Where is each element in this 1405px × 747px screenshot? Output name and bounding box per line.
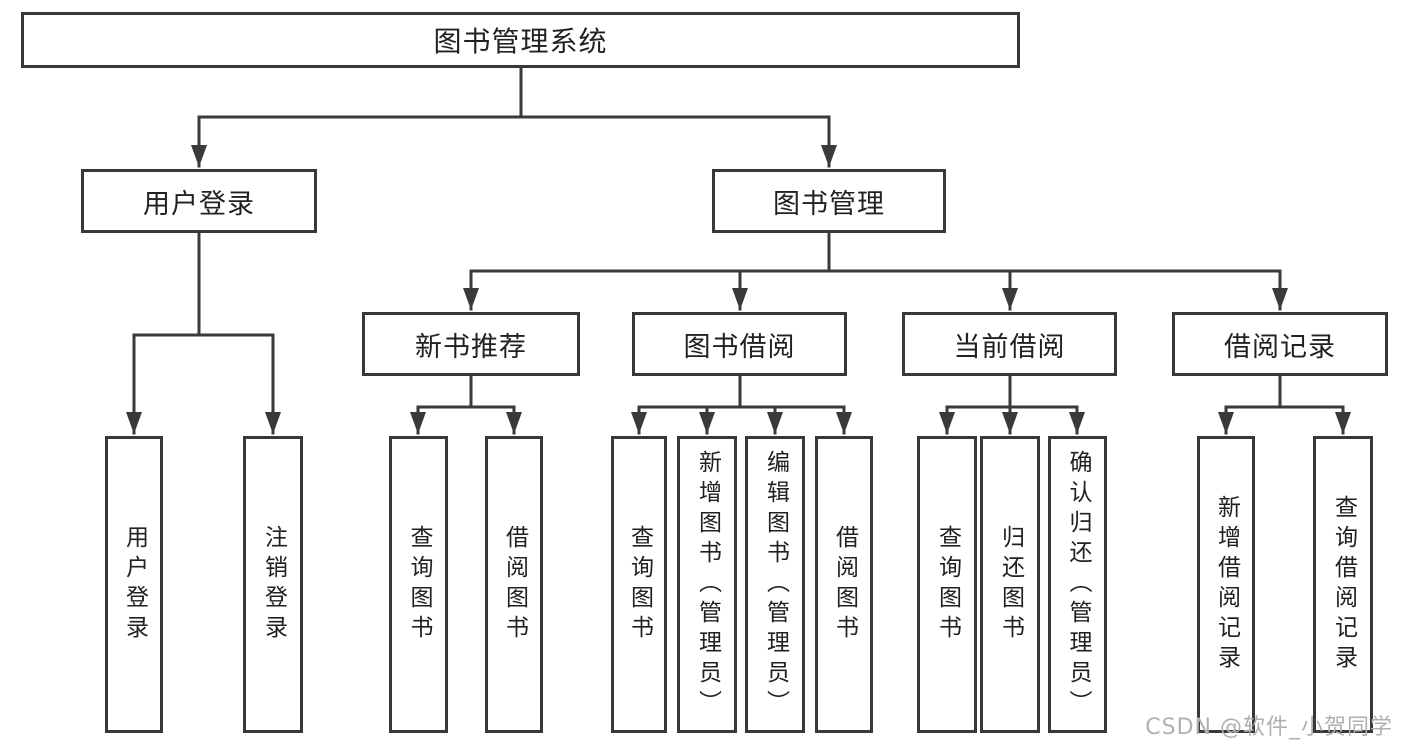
leaf-borrowing-query-books-label: 查询图书 [626,524,653,645]
node-root: 图书管理系统 [21,12,1020,68]
leaf-logout: 注销登录 [243,436,303,733]
leaf-current-confirm-return-admin-label: 确认归还（管理员） [1065,449,1091,720]
node-book-management: 图书管理 [712,169,946,233]
leaf-records-add-record-label: 新增借阅记录 [1213,494,1240,675]
node-user-login-label: 用户登录 [143,188,255,220]
node-new-book-recommend-label: 新书推荐 [415,331,527,363]
connector-current-children [939,374,1085,435]
leaf-current-confirm-return-admin: 确认归还（管理员） [1048,436,1107,733]
leaf-newbooks-query-books: 查询图书 [389,436,448,733]
leaf-newbooks-borrow-books: 借阅图书 [485,436,543,733]
node-borrowing-records: 借阅记录 [1172,312,1388,376]
node-book-borrowing-label: 图书借阅 [683,331,796,363]
leaf-current-query-books: 查询图书 [917,436,977,733]
csdn-watermark: CSDN @软件_小贺同学 [1145,715,1393,740]
leaf-borrowing-borrow-books: 借阅图书 [815,436,873,733]
leaf-current-return-books-label: 归还图书 [997,524,1024,645]
node-current-borrowing: 当前借阅 [902,312,1117,376]
node-book-borrowing: 图书借阅 [632,312,847,376]
connector-root-to-level1 [191,66,837,168]
connector-book-mgmt-to-level2 [463,231,1288,311]
leaf-newbooks-borrow-books-label: 借阅图书 [501,524,528,645]
leaf-borrowing-edit-books-admin: 编辑图书（管理员） [745,436,805,733]
node-new-book-recommend: 新书推荐 [362,312,580,376]
connector-new-books-children [410,374,522,435]
leaf-borrowing-query-books: 查询图书 [611,436,667,733]
connector-borrowing-children [631,374,852,435]
leaf-newbooks-query-books-label: 查询图书 [406,524,432,645]
connector-user-login-children [126,231,281,435]
connector-records-children [1218,374,1351,435]
leaf-borrowing-add-books-admin: 新增图书（管理员） [677,436,737,733]
node-user-login: 用户登录 [81,169,317,233]
leaf-borrowing-borrow-books-label: 借阅图书 [831,524,858,645]
node-book-management-label: 图书管理 [773,188,885,220]
leaf-user-login-label: 用户登录 [121,524,148,645]
leaf-records-query-record-label: 查询借阅记录 [1330,494,1357,675]
node-current-borrowing-label: 当前借阅 [953,331,1066,363]
leaf-current-query-books-label: 查询图书 [934,524,961,645]
leaf-logout-label: 注销登录 [260,524,287,645]
leaf-current-return-books: 归还图书 [980,436,1040,733]
node-root-label: 图书管理系统 [433,25,608,58]
leaf-borrowing-edit-books-admin-label: 编辑图书（管理员） [762,449,789,720]
leaf-user-login: 用户登录 [105,436,163,733]
leaf-records-add-record: 新增借阅记录 [1197,436,1255,733]
node-borrowing-records-label: 借阅记录 [1224,331,1336,363]
leaf-borrowing-add-books-admin-label: 新增图书（管理员） [694,449,721,720]
leaf-records-query-record: 查询借阅记录 [1313,436,1373,733]
